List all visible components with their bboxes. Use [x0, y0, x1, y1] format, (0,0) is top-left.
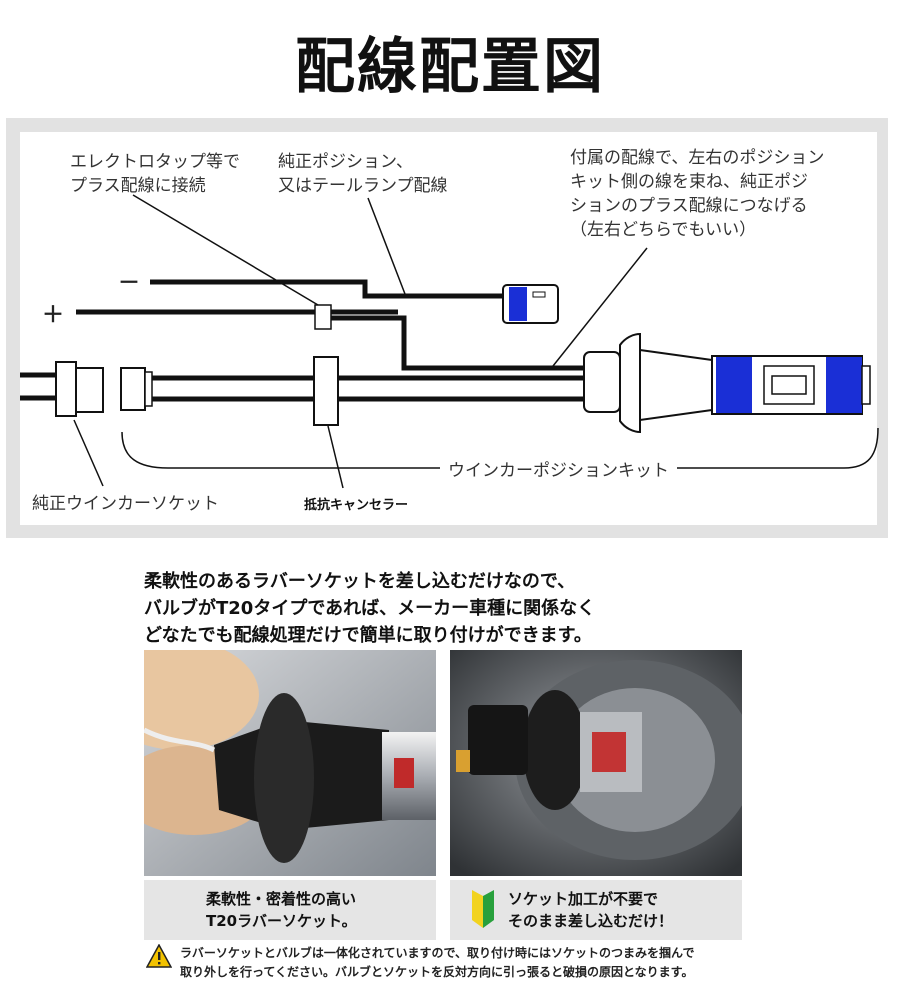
beginner-mark-icon [472, 890, 494, 928]
rubber-socket [583, 351, 621, 413]
resistor-canceller [313, 356, 339, 426]
bulb-base [639, 348, 713, 422]
install-caption: 柔軟性のあるラバーソケットを差し込むだけなので、 バルブがT20タイプであれば、… [144, 571, 596, 646]
note-position-wire: 純正ポジション、 又はテールランプ配線 [278, 152, 448, 196]
minus-label: － [118, 271, 141, 296]
page-title: 配線配置図 [295, 32, 605, 102]
rubber-socket-photo [144, 650, 436, 876]
kit-plug [120, 367, 146, 411]
feature-box-right [450, 880, 742, 940]
note-electro-tap: エレクトロタップ等で プラス配線に接続 [70, 152, 240, 196]
original-socket [55, 361, 77, 417]
feature-box-left [144, 880, 436, 940]
tail-connector-blue [509, 287, 527, 321]
note-kit-wiring: 付属の配線で、左右のポジション キット側の線を束ね、純正ポジ ションのプラス配線… [570, 148, 825, 240]
socket-label: 純正ウインカーソケット [32, 494, 219, 514]
warning-text: ラバーソケットとバルブは一体化されていますので、取り付け時にはソケットのつまみを… [180, 946, 695, 979]
position-wire [330, 315, 584, 371]
feature-text-right: ソケット加工が不要で そのまま差し込むだけ！ [508, 890, 674, 930]
minus-wire [150, 279, 506, 299]
electro-tap [314, 304, 332, 330]
canceller-label: 抵抗キャンセラー [304, 498, 409, 513]
plus-label: ＋ [42, 303, 65, 328]
feature-text-left: 柔軟性・密着性の高い T20ラバーソケット。 [206, 890, 357, 930]
warning-icon [146, 944, 172, 968]
kit-label: ウインカーポジションキット [440, 456, 677, 481]
installed-photo [450, 650, 742, 876]
